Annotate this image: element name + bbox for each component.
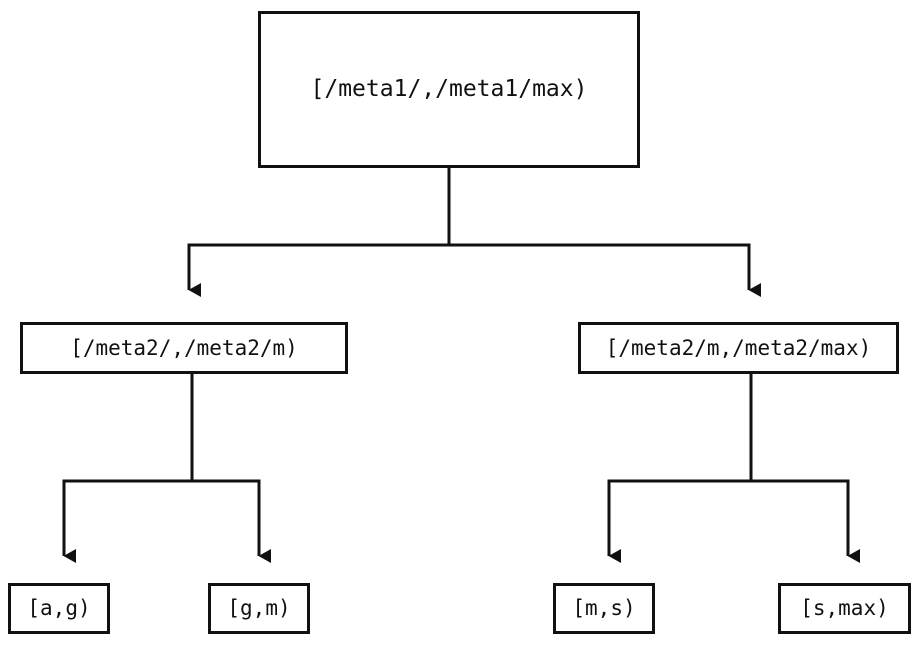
tree-node-leaf-gm[interactable]: [g,m)	[208, 583, 310, 634]
tree-node-leaf-smax[interactable]: [s,max)	[778, 583, 911, 634]
tree-node-leaf-gm-label: [g,m)	[227, 596, 291, 620]
tree-node-mid-left-label: [/meta2/,/meta2/m)	[70, 335, 298, 360]
tree-node-mid-right-label: [/meta2/m,/meta2/max)	[605, 335, 872, 360]
edge-mid-right-to-leaf-ms	[607, 374, 753, 563]
edge-root-to-mid-left	[187, 168, 451, 297]
tree-node-mid-left[interactable]: [/meta2/,/meta2/m)	[20, 322, 348, 374]
tree-node-root[interactable]: [/meta1/,/meta1/max)	[258, 11, 640, 168]
tree-node-leaf-ms[interactable]: [m,s)	[553, 583, 655, 634]
tree-node-root-label: [/meta1/,/meta1/max)	[310, 76, 588, 102]
edge-mid-right-to-leaf-smax	[749, 374, 860, 563]
tree-node-leaf-ag[interactable]: [a,g)	[8, 583, 110, 634]
tree-node-leaf-ag-label: [a,g)	[27, 596, 91, 620]
edge-mid-left-to-leaf-ag	[62, 374, 194, 563]
edge-mid-left-to-leaf-gm	[190, 374, 271, 563]
tree-node-mid-right[interactable]: [/meta2/m,/meta2/max)	[578, 322, 899, 374]
edge-root-to-mid-right	[447, 168, 761, 297]
tree-node-leaf-smax-label: [s,max)	[800, 596, 889, 620]
tree-node-leaf-ms-label: [m,s)	[572, 596, 636, 620]
